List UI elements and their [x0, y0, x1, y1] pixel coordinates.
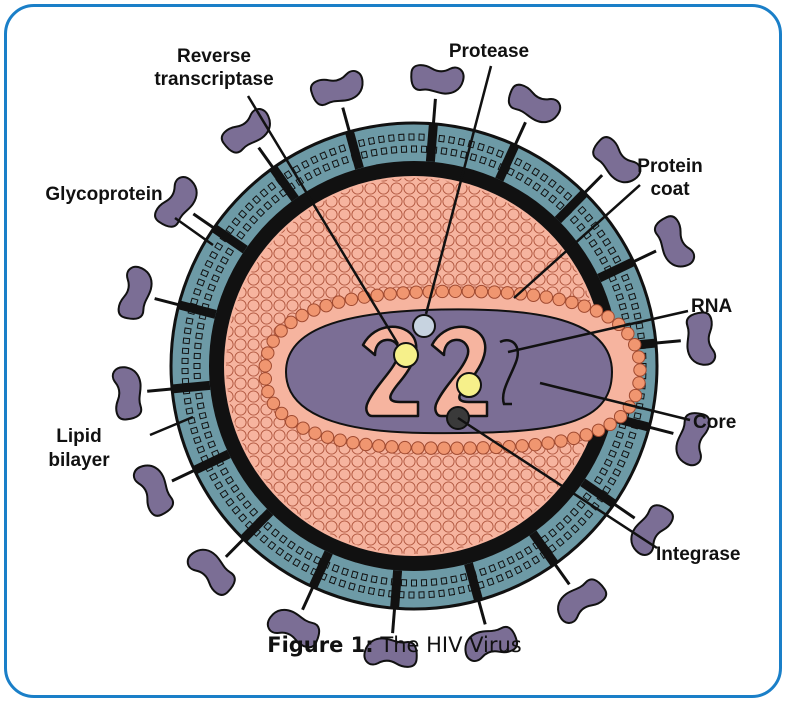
core-bead: [555, 435, 567, 447]
core-bead: [527, 289, 539, 301]
core-bead: [267, 397, 279, 409]
core-bead: [436, 285, 448, 297]
core-bead: [275, 407, 287, 419]
core-bead: [259, 360, 271, 372]
core-bead: [516, 440, 528, 452]
label-rna: RNA: [691, 296, 732, 317]
core-bead: [267, 335, 279, 347]
label-core: Core: [693, 412, 736, 433]
core-bead: [633, 351, 645, 363]
glycoprotein-head: [131, 460, 178, 519]
core-bead: [629, 338, 641, 350]
core-bead: [438, 442, 450, 454]
core-bead: [285, 316, 297, 328]
core-bead: [373, 440, 385, 452]
core-bead: [464, 442, 476, 454]
core-bead: [604, 418, 616, 430]
core-bead: [410, 286, 422, 298]
glycoprotein-head: [504, 82, 563, 128]
core-bead: [634, 364, 646, 376]
core-bead: [602, 311, 614, 323]
core-bead: [360, 438, 372, 450]
core-bead: [297, 422, 309, 434]
core-bead: [488, 286, 500, 298]
reverse-transcriptase-molecule-2: [457, 373, 481, 397]
glycoprotein-head: [410, 64, 464, 95]
label-reverse-transcriptase-2: transcriptase: [154, 69, 273, 90]
core-bead: [540, 291, 552, 303]
core-bead: [309, 427, 321, 439]
label-protease: Protease: [449, 41, 529, 62]
core-bead: [477, 442, 489, 454]
glycoprotein-head: [116, 265, 155, 322]
membrane-band: [172, 385, 210, 389]
core-bead: [275, 325, 287, 337]
core-bead: [262, 347, 274, 359]
label-protein-coat-1: Protein: [637, 156, 702, 177]
core-bead: [425, 442, 437, 454]
core-bead: [286, 415, 298, 427]
core-bead: [321, 431, 333, 443]
caption-prefix: Figure 1:: [267, 633, 373, 657]
core-bead: [590, 305, 602, 317]
core-bead: [566, 296, 578, 308]
core-bead: [462, 285, 474, 297]
core-bead: [568, 432, 580, 444]
protease-molecule: [413, 315, 435, 337]
core-bead: [592, 424, 604, 436]
core-bead: [633, 377, 645, 389]
core-bead: [614, 410, 626, 422]
core-bead: [262, 385, 274, 397]
core-bead: [308, 304, 320, 316]
core-bead: [412, 442, 424, 454]
core-bead: [580, 429, 592, 441]
label-integrase: Integrase: [656, 544, 740, 565]
core-bead: [296, 309, 308, 321]
core-bead: [371, 289, 383, 301]
core-bead: [386, 441, 398, 453]
core-bead: [622, 327, 634, 339]
core-bead: [259, 373, 271, 385]
glycoprotein-head: [684, 312, 716, 367]
core-bead: [501, 287, 513, 299]
core-bead: [384, 288, 396, 300]
label-protein-coat-2: coat: [650, 179, 690, 200]
core-bead: [397, 287, 409, 299]
core-bead: [399, 441, 411, 453]
core-bead: [578, 300, 590, 312]
core-bead: [451, 442, 463, 454]
glycoprotein-head: [309, 69, 367, 109]
glycoprotein-head: [218, 106, 276, 158]
core-bead: [320, 299, 332, 311]
glycoprotein-head: [112, 366, 144, 421]
label-reverse-transcriptase-1: Reverse: [177, 46, 251, 67]
label-lipid-bilayer-2: bilayer: [48, 450, 110, 471]
core-bead: [542, 437, 554, 449]
core-bead: [629, 389, 641, 401]
glycoprotein-head: [551, 574, 609, 626]
reverse-transcriptase-molecule-1: [394, 343, 418, 367]
core-bead: [449, 285, 461, 297]
label-lipid-bilayer-1: Lipid: [56, 426, 101, 447]
core-bead: [475, 285, 487, 297]
core-bead: [334, 434, 346, 446]
core-bead: [333, 296, 345, 308]
core-bead: [347, 436, 359, 448]
label-glycoprotein: Glycoprotein: [45, 184, 162, 205]
glycoprotein-head: [650, 213, 697, 272]
core-bead: [553, 293, 565, 305]
membrane-band: [430, 124, 433, 162]
figure-caption: Figure 1: The HIV Virus: [0, 633, 789, 657]
caption-text: The HIV Virus: [374, 633, 522, 657]
core-bead: [529, 438, 541, 450]
core-bead: [345, 293, 357, 305]
membrane-band: [395, 570, 398, 608]
